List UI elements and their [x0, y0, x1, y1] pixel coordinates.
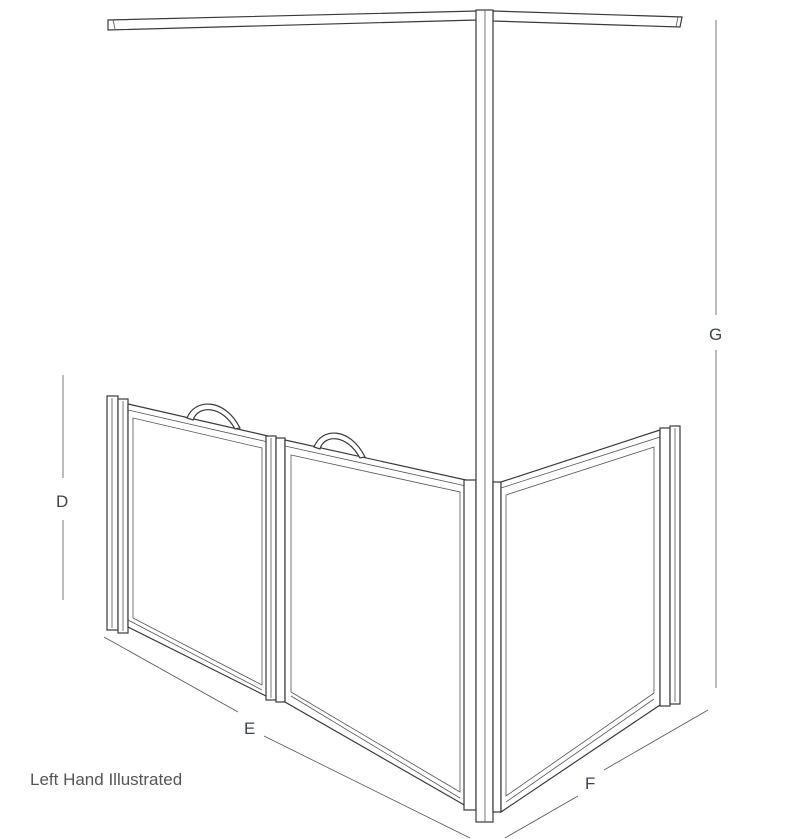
corner-posts	[463, 9, 502, 823]
dimension-label-g: G	[709, 325, 722, 344]
dimension-f: F	[504, 709, 709, 839]
middle-post	[265, 435, 286, 703]
ceiling-support-bar	[107, 10, 683, 31]
dimension-g: G	[709, 20, 722, 688]
door-panel-2	[284, 432, 467, 808]
left-end-post	[106, 395, 129, 634]
dimension-e: E	[103, 636, 471, 839]
side-panel	[500, 429, 661, 814]
right-end-post	[659, 425, 681, 707]
dimension-d: D	[56, 375, 68, 600]
dimension-label-f: F	[585, 774, 595, 793]
door-panel-1	[127, 403, 269, 698]
caption: Left Hand Illustrated	[30, 770, 183, 789]
dimension-label-e: E	[244, 719, 255, 738]
dimension-label-d: D	[56, 492, 68, 511]
handle-icon	[313, 432, 366, 459]
handle-icon	[186, 403, 241, 430]
